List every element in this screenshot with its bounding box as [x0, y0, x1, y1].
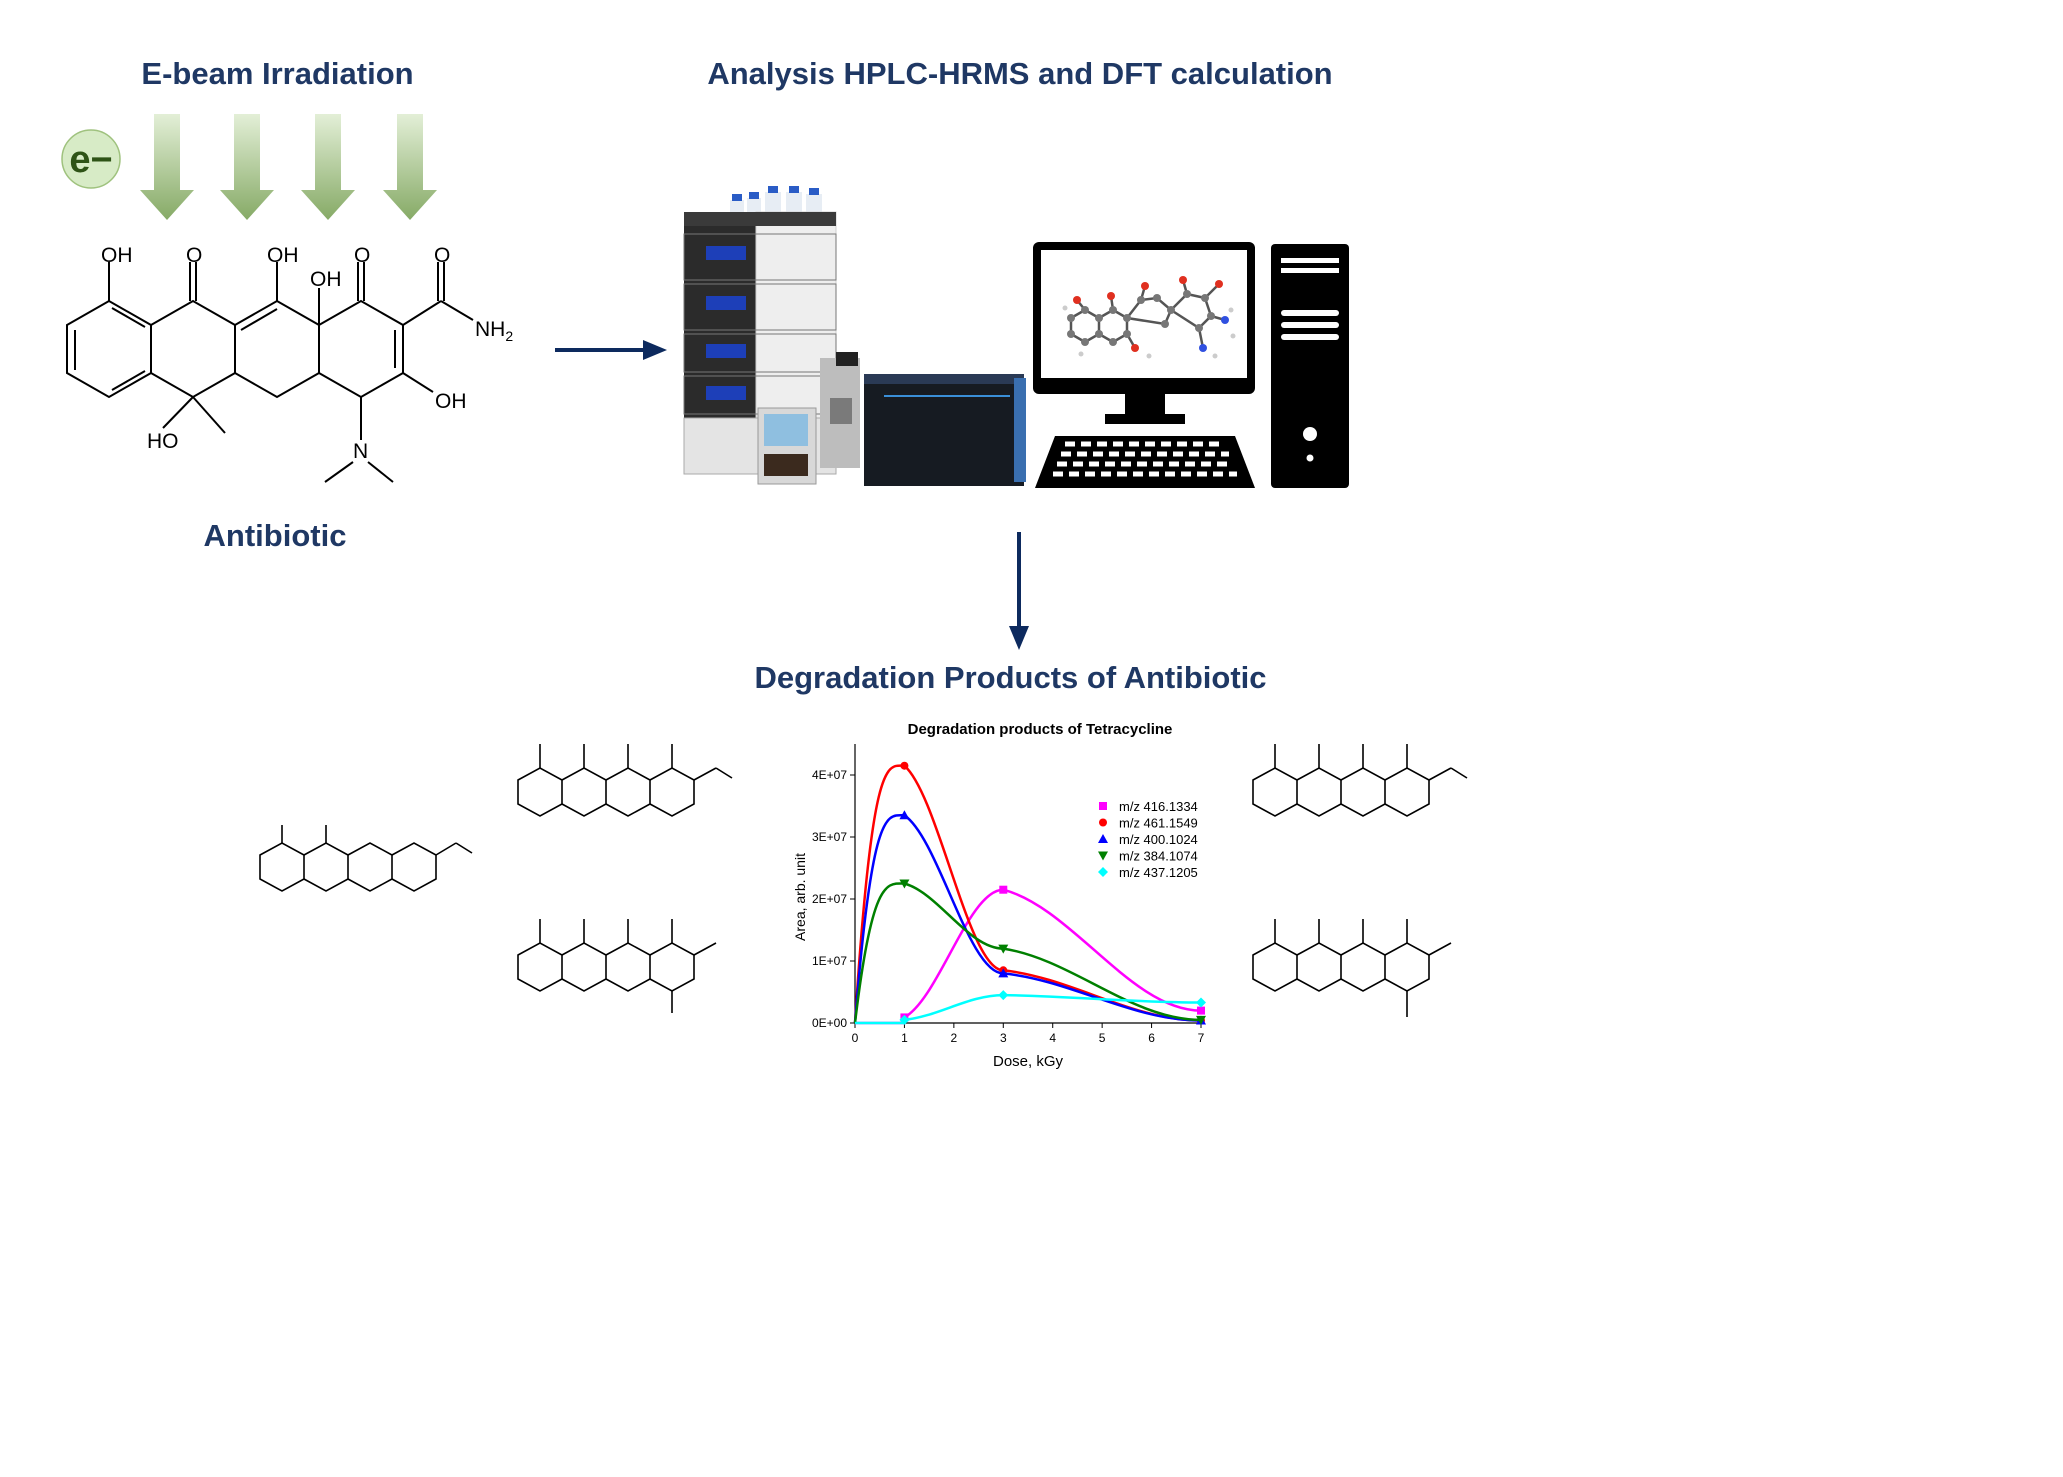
autosampler — [757, 407, 817, 485]
x-tick-label: 2 — [951, 1031, 958, 1045]
beam-arrow-1 — [140, 114, 194, 220]
legend-label: m/z 384.1074 — [1119, 849, 1198, 864]
legend-marker — [1098, 834, 1108, 843]
solvent-bottles — [730, 186, 822, 214]
label-o: O — [186, 244, 202, 267]
label-o: O — [354, 244, 370, 267]
ebeam-heading: E-beam Irradiation — [141, 56, 414, 91]
x-tick-label: 1 — [901, 1031, 908, 1045]
beam-arrow-4 — [383, 114, 437, 220]
electron-symbol: e− — [69, 139, 112, 181]
beam-arrow-2 — [220, 114, 274, 220]
data-point — [1196, 997, 1206, 1008]
degradation-heading: Degradation Products of Antibiotic — [754, 660, 1267, 695]
x-tick-label: 6 — [1148, 1031, 1155, 1045]
antibiotic-label: Antibiotic — [203, 518, 347, 553]
y-tick-label: 3E+07 — [812, 830, 847, 844]
data-point — [999, 885, 1008, 894]
degradation-chart: Degradation products of Tetracycline Dos… — [792, 721, 1206, 1070]
product-structure-5 — [1252, 919, 1452, 1017]
arrow-right — [555, 340, 667, 360]
data-point — [1196, 1015, 1206, 1025]
keyboard — [1035, 436, 1255, 488]
tetracycline-structure: OH O OH OH O O NH2 OH HO N — [66, 244, 513, 483]
label-oh: OH — [310, 268, 342, 291]
data-point — [998, 990, 1009, 1001]
data-point — [899, 810, 910, 820]
data-point — [899, 879, 910, 889]
beam-arrows — [140, 114, 437, 220]
electron-badge: e− — [61, 129, 121, 189]
legend-label: m/z 461.1549 — [1119, 816, 1198, 831]
molecule-atoms — [1062, 276, 1236, 359]
beam-arrow-3 — [301, 114, 355, 220]
hplc-hrms-instrument — [683, 186, 1026, 486]
chart-title: Degradation products of Tetracycline — [908, 721, 1173, 738]
analysis-heading: Analysis HPLC-HRMS and DFT calculation — [707, 56, 1333, 91]
y-tick-label: 4E+07 — [812, 768, 847, 782]
x-tick-label: 3 — [1000, 1031, 1007, 1045]
monitor — [1033, 242, 1255, 424]
y-axis-label: Area, arb. unit — [792, 853, 808, 941]
hplc-module — [683, 283, 837, 331]
series-line — [853, 882, 1202, 1024]
mass-spectrometer — [820, 352, 1026, 486]
y-tick-label: 2E+07 — [812, 892, 847, 906]
legend-label: m/z 437.1205 — [1119, 865, 1198, 880]
label-o: O — [434, 244, 450, 267]
legend-label: m/z 416.1334 — [1119, 799, 1198, 814]
label-ho: HO — [147, 430, 179, 453]
product-structure-4 — [1252, 744, 1468, 817]
legend-marker — [1098, 867, 1108, 877]
legend-marker — [1099, 818, 1107, 827]
series-line — [853, 764, 1202, 1024]
data-point — [998, 968, 1009, 978]
hplc-module — [683, 233, 837, 281]
legend-marker — [1099, 802, 1107, 810]
label-oh: OH — [435, 390, 467, 413]
arrow-down — [1009, 532, 1029, 650]
product-structure-1 — [259, 825, 473, 892]
product-structure-2 — [517, 744, 733, 817]
legend-marker — [1098, 851, 1108, 861]
x-axis-label: Dose, kGy — [993, 1053, 1064, 1070]
label-oh: OH — [267, 244, 299, 267]
y-tick-label: 1E+07 — [812, 954, 847, 968]
data-point — [998, 944, 1009, 954]
y-tick-label: 0E+00 — [812, 1016, 847, 1030]
data-point — [899, 1014, 910, 1025]
x-tick-label: 5 — [1099, 1031, 1106, 1045]
label-oh: OH — [101, 244, 133, 267]
label-n: N — [353, 440, 368, 463]
x-tick-label: 0 — [852, 1031, 859, 1045]
x-tick-label: 4 — [1049, 1031, 1056, 1045]
data-point — [1197, 1006, 1205, 1015]
product-structure-3 — [517, 919, 717, 1013]
legend-label: m/z 400.1024 — [1119, 832, 1198, 847]
tower — [1271, 244, 1349, 488]
computer-with-dft-model — [1033, 242, 1349, 488]
x-tick-label: 7 — [1198, 1031, 1205, 1045]
label-nh2: NH2 — [475, 318, 513, 344]
series-line — [855, 888, 1202, 1025]
data-point — [900, 761, 909, 770]
